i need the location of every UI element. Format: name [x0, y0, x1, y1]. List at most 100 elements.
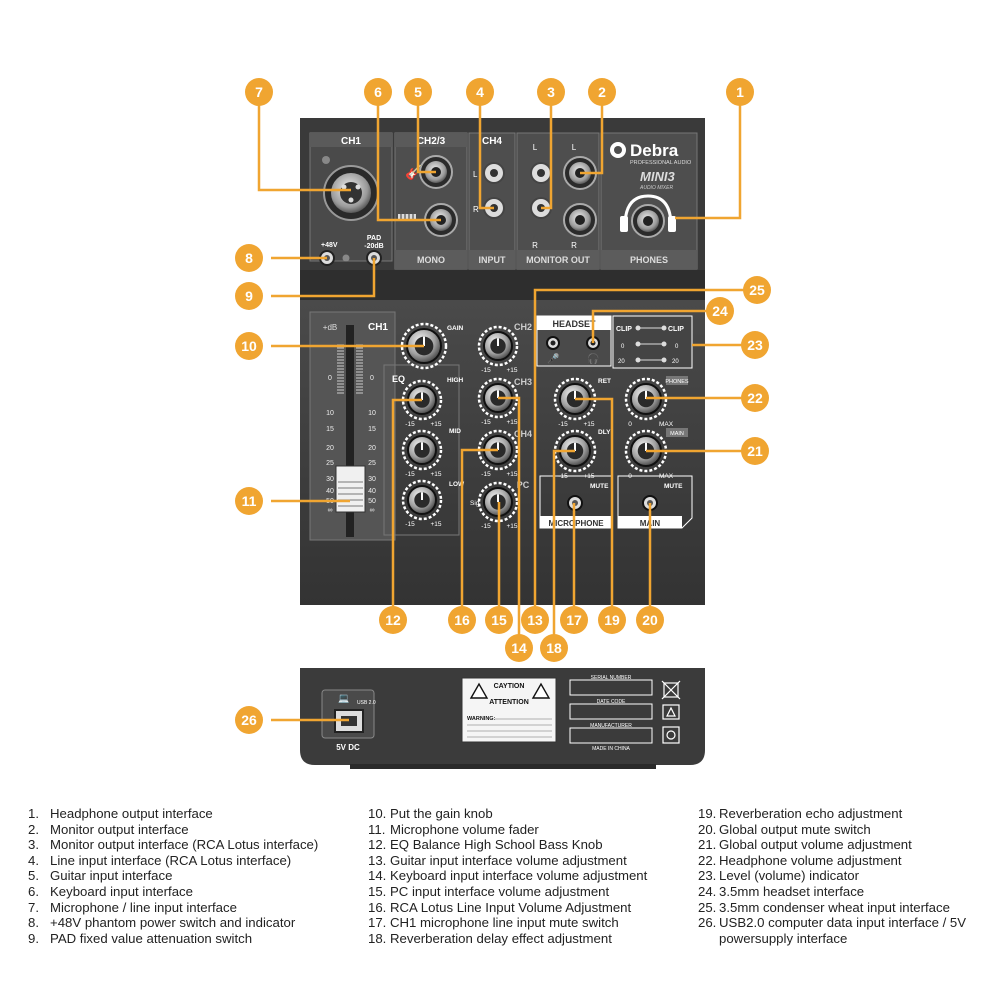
fader-scale-label-left: 30 — [326, 476, 334, 483]
knob-min-label: -15 — [558, 421, 568, 428]
callout-badge: 9 — [235, 282, 263, 310]
leader-line — [580, 92, 604, 175]
legend-item: 21.Global output volume adjustment — [698, 837, 912, 853]
rca-monitor-left[interactable] — [530, 162, 552, 184]
knob-max-label: +15 — [583, 421, 594, 428]
fader-scale-label-left: 20 — [326, 445, 334, 452]
fader-scale-label-right: 10 — [368, 410, 376, 417]
fader-scale-label-right: 15 — [368, 426, 376, 433]
leader-line — [271, 258, 376, 298]
legend-item: 13.Guitar input interface volume adjustm… — [368, 852, 627, 868]
callout-number: 18 — [546, 640, 562, 656]
fader-scale-label-left: 40 — [326, 488, 334, 495]
knob-max-label: +15 — [430, 421, 441, 428]
callout-badge: 13 — [521, 606, 549, 634]
knob-max-label: +15 — [506, 419, 517, 426]
model-name: MINI3 — [640, 169, 675, 184]
eq-low-knob[interactable] — [401, 479, 443, 521]
knob-min-label: -15 — [405, 471, 415, 478]
input-label: INPUT — [479, 255, 507, 265]
computer-icon: 💻 — [338, 693, 349, 703]
callout-badge: 23 — [741, 331, 769, 359]
meter-zero-left: 0 — [621, 344, 625, 350]
dc-label: 5V DC — [336, 743, 360, 752]
legend-item: 24.3.5mm headset interface — [698, 883, 865, 899]
leader-line — [391, 398, 422, 620]
leader-line — [552, 449, 575, 648]
fader-scale-label-right: 25 — [368, 460, 376, 467]
monitor-r-label: R — [532, 241, 538, 250]
legend-item: 14.Keyboard input interface volume adjus… — [368, 868, 648, 884]
ch4-top-label: CH4 — [482, 136, 502, 147]
eq-mid-knob[interactable] — [401, 429, 443, 471]
rca-in-r-label: R — [473, 205, 479, 214]
level-leds — [635, 325, 667, 363]
legend-item: 18.Reverberation delay effect adjustment — [368, 930, 612, 946]
callout-number: 15 — [491, 612, 507, 628]
made-in-label: MADE IN CHINA — [592, 746, 630, 752]
monitor-r2-label: R — [571, 241, 577, 250]
legend-item: 12.EQ Balance High School Bass Knob — [368, 837, 603, 853]
callout-number: 1 — [736, 84, 744, 100]
knob-label: RET — [598, 378, 611, 385]
leader-line — [478, 92, 494, 210]
callout-badge: 24 — [706, 297, 734, 325]
fader-scale-label-left: 15 — [326, 426, 334, 433]
leader-line — [541, 92, 553, 210]
mic-3-5mm-jack[interactable] — [546, 336, 560, 350]
xlr-combo-jack[interactable] — [323, 165, 379, 221]
callout-number: 20 — [642, 612, 658, 628]
fader-scale-label-left: 25 — [326, 460, 334, 467]
main-knob-tag: MAIN — [670, 431, 684, 437]
legend-item: 16.RCA Lotus Line Input Volume Adjustmen… — [368, 899, 632, 915]
legend-item: 5.Guitar input interface — [28, 868, 173, 884]
pc-label: PC — [517, 480, 530, 490]
knob-max-label: +15 — [430, 471, 441, 478]
ch2-volume-knob[interactable] — [477, 325, 519, 367]
leader-line — [575, 397, 614, 620]
ch4-label: CH4 — [514, 429, 532, 439]
legend-item: 11.Microphone volume fader — [368, 821, 539, 837]
fader-scale-label-left: 0 — [328, 375, 332, 382]
mic-mute-label: MUTE — [590, 483, 609, 490]
monitor-l-label: L — [533, 143, 538, 152]
fader-scale-label-right: 50 — [368, 498, 376, 505]
legend-column-3: 19.Reverberation echo adjustment 20.Glob… — [698, 806, 981, 946]
fader-scale-label-right: 30 — [368, 476, 376, 483]
callout-badge: 7 — [245, 78, 273, 106]
date-code-label: DATE CODE — [597, 699, 626, 705]
callout-number: 16 — [454, 612, 470, 628]
fader-scale-label-left: ∞ — [328, 507, 333, 514]
fader-track — [346, 325, 354, 537]
phones-jack[interactable] — [620, 194, 676, 238]
callout-badge: 5 — [404, 78, 432, 106]
legend-item: 2.Monitor output interface — [28, 821, 189, 837]
rca-input-left[interactable] — [483, 162, 505, 184]
legend-item: 19.Reverberation echo adjustment — [698, 806, 903, 821]
legend-item: 20.Global output mute switch — [698, 821, 871, 837]
phantom-label: +48V — [321, 242, 338, 249]
callout-number: 5 — [414, 84, 422, 100]
pad-value-label: -20dB — [364, 243, 383, 250]
meter-zero-right: 0 — [675, 344, 679, 350]
callout-badge: 6 — [364, 78, 392, 106]
callout-badge: 21 — [741, 437, 769, 465]
mic-fader-cap[interactable] — [335, 465, 366, 513]
legend-item: 7.Microphone / line input interface — [28, 899, 237, 915]
callout-number: 9 — [245, 288, 253, 304]
main-mute-label: MUTE — [664, 483, 683, 490]
fader-db-label: +dB — [323, 323, 337, 332]
legend-item: 4.Line input interface (RCA Lotus interf… — [28, 852, 292, 868]
callout-number: 23 — [747, 337, 763, 353]
callout-number: 26 — [241, 712, 257, 728]
knob-min-label: -15 — [405, 421, 415, 428]
callout-number: 14 — [511, 640, 527, 656]
headset-label: HEADSET — [552, 319, 596, 329]
callout-badge: 10 — [235, 332, 263, 360]
callout-number: 25 — [749, 282, 765, 298]
leader-line — [533, 288, 757, 620]
monitor-jack-right[interactable] — [563, 203, 597, 237]
callout-badge: 20 — [636, 606, 664, 634]
